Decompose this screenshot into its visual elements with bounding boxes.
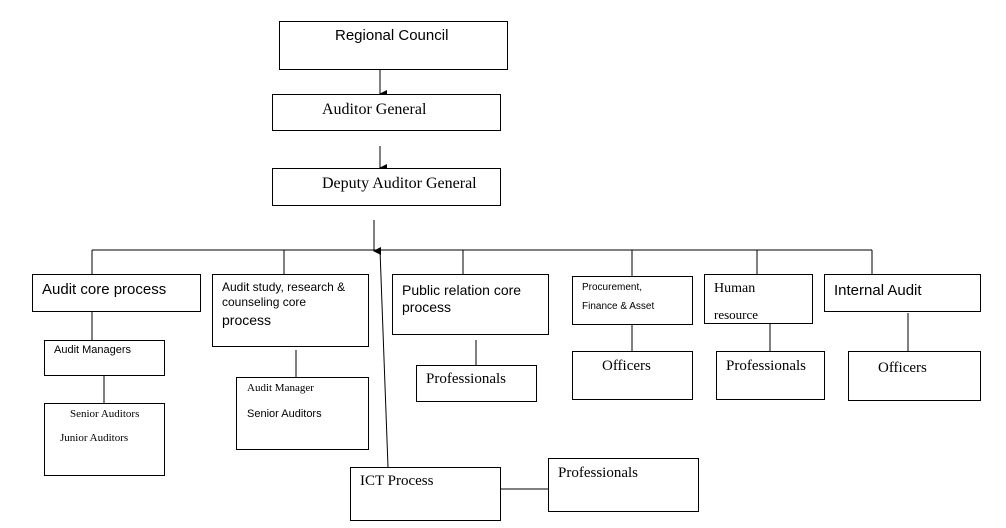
- officers-ia-label: Officers: [878, 360, 927, 376]
- regional-council-label: Regional Council: [335, 27, 449, 44]
- deputy-auditor-general-box: Deputy Auditor General: [272, 168, 501, 206]
- audit-manager-box: Audit Manager Senior Auditors: [236, 377, 369, 450]
- resource-label: resource: [714, 307, 759, 322]
- procurement-box: Procurement, Finance & Asset: [572, 276, 693, 325]
- audit-study-box: Audit study, research & counseling core …: [212, 274, 369, 347]
- regional-council-box: Regional Council: [279, 21, 508, 70]
- public-relation-box: Public relation core process: [392, 274, 549, 335]
- senior-auditors-2-label: Senior Auditors: [247, 408, 322, 420]
- audit-managers-box: Audit Managers: [44, 340, 165, 376]
- professionals-ict-label: Professionals: [558, 465, 638, 481]
- internal-audit-box: Internal Audit: [824, 274, 981, 312]
- audit-study-process-label: process: [222, 312, 272, 328]
- line-to-ict: [379, 249, 389, 468]
- audit-core-process-label: Audit core process: [42, 281, 167, 298]
- human-label: Human: [714, 281, 756, 296]
- ict-process-box: ICT Process: [350, 467, 501, 521]
- audit-study-label: Audit study, research & counseling core: [222, 280, 346, 309]
- professionals-hr-label: Professionals: [726, 358, 806, 374]
- audit-managers-label: Audit Managers: [54, 344, 132, 356]
- finance-asset-label: Finance & Asset: [582, 301, 655, 312]
- audit-manager-label: Audit Manager: [247, 382, 314, 394]
- professionals-hr-box: Professionals: [716, 351, 825, 400]
- auditor-general-box: Auditor General: [272, 94, 501, 131]
- human-resource-box: Human resource: [704, 274, 813, 324]
- internal-audit-label: Internal Audit: [834, 282, 922, 299]
- officers-proc-box: Officers: [572, 351, 693, 400]
- senior-junior-auditors-box: Senior Auditors Junior Auditors: [44, 403, 165, 476]
- ict-process-label: ICT Process: [360, 473, 434, 489]
- professionals-ict-box: Professionals: [548, 458, 699, 512]
- officers-proc-label: Officers: [602, 358, 651, 374]
- auditor-general-label: Auditor General: [322, 101, 427, 118]
- senior-auditors-label: Senior Auditors: [70, 408, 140, 420]
- audit-core-process-box: Audit core process: [32, 274, 201, 312]
- public-relation-label: Public relation core process: [402, 282, 522, 315]
- professionals-pr-label: Professionals: [426, 371, 506, 387]
- officers-ia-box: Officers: [848, 351, 981, 401]
- professionals-pr-box: Professionals: [416, 365, 537, 402]
- junior-auditors-label: Junior Auditors: [60, 432, 129, 444]
- procurement-label: Procurement,: [582, 282, 643, 293]
- deputy-auditor-general-label: Deputy Auditor General: [322, 175, 477, 192]
